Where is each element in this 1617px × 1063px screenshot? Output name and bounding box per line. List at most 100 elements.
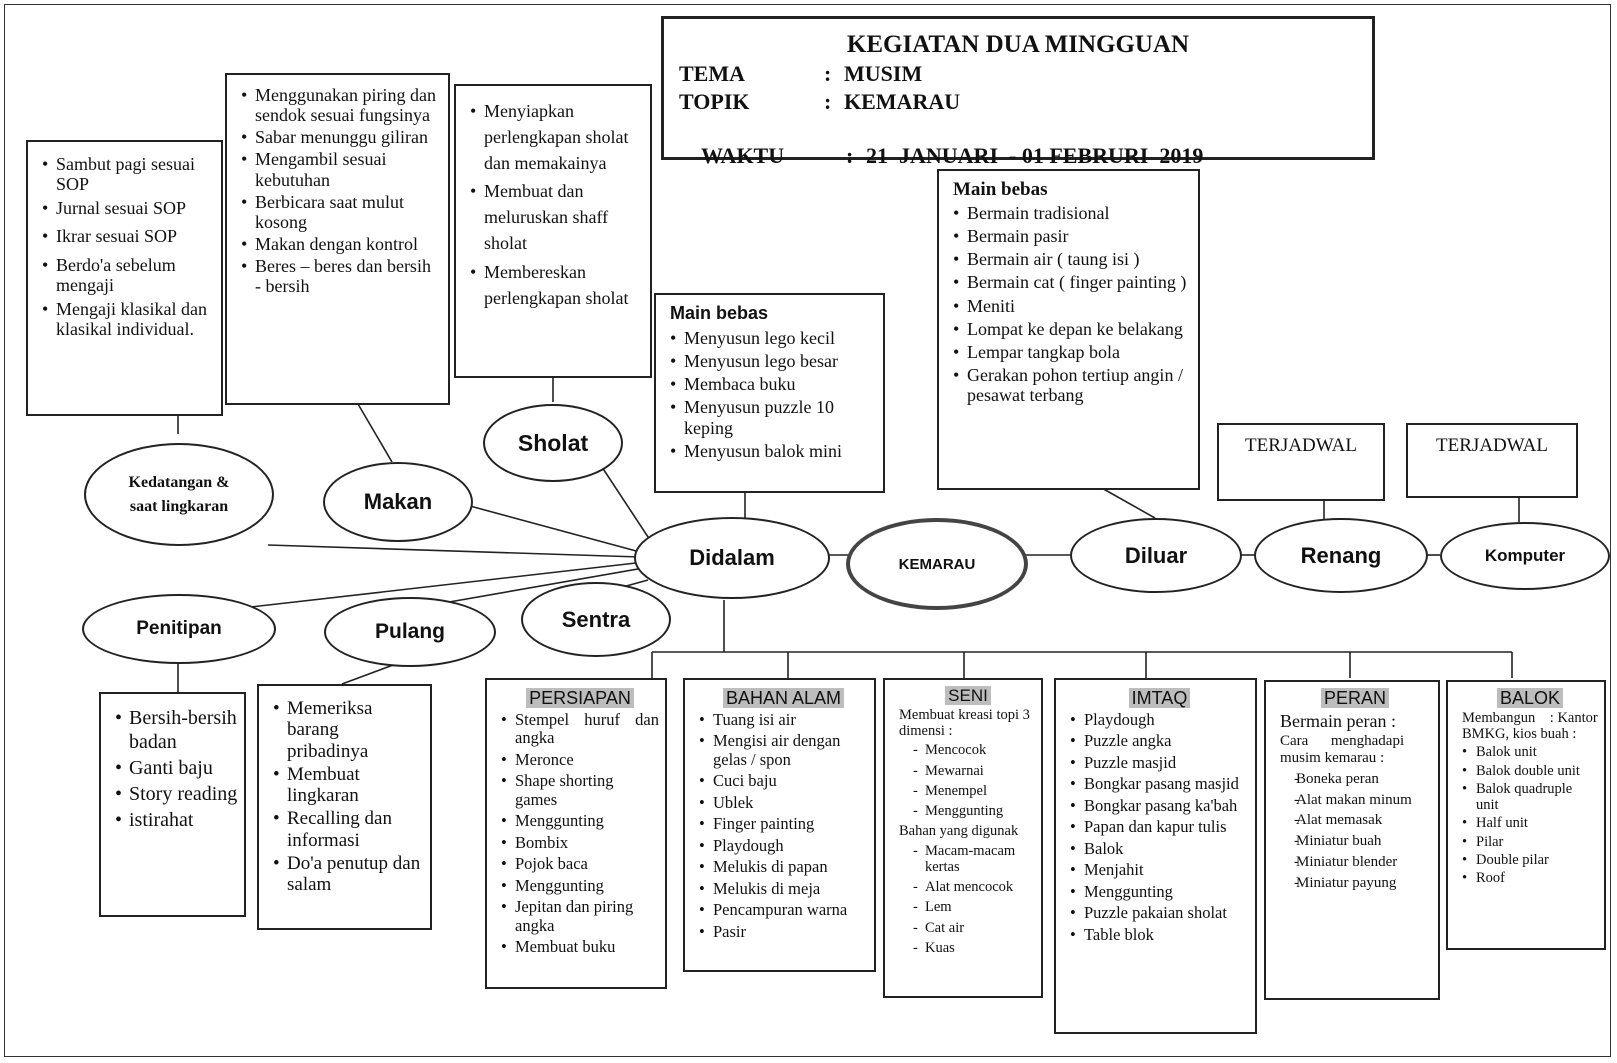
node-sentra: Sentra <box>521 582 671 657</box>
list-item: Gerakan pohon tertiup angin / pesawat te… <box>953 365 1192 405</box>
node-sentra-label: Sentra <box>561 606 631 632</box>
balok-intro: Membangun : Kantor BMKG, kios buah : <box>1462 710 1602 743</box>
list-item: Pencampuran warna <box>699 900 868 920</box>
renang-schedule-box: TERJADWAL <box>1217 423 1385 501</box>
list-item: Roof <box>1462 870 1598 886</box>
seni-title: SENI <box>945 686 991 705</box>
node-diluar: Diluar <box>1070 518 1242 593</box>
list-item: Melukis di papan <box>699 857 868 877</box>
list-item: Pasir <box>699 922 868 942</box>
list-item: Playdough <box>699 836 868 856</box>
list-item: Menjahit <box>1070 860 1249 880</box>
list-item: Beres – beres dan bersih - bersih <box>241 256 440 296</box>
list-item: Menyusun lego besar <box>670 351 877 371</box>
node-penitipan-label: Penitipan <box>136 618 222 639</box>
renang-schedule-label: TERJADWAL <box>1245 435 1357 456</box>
waktu-sep: : <box>846 143 854 168</box>
list-item: Miniatur payung <box>1280 875 1430 892</box>
list-item: Menyiapkan perlengkapan sholat dan memak… <box>470 98 644 176</box>
diluar-box-title: Main bebas <box>953 179 1048 200</box>
list-item: Pilar <box>1462 834 1598 850</box>
list-item: Puzzle angka <box>1070 731 1249 751</box>
topik-sep: : <box>824 89 832 114</box>
list-item: Mengisi air dengan gelas / spon <box>699 732 868 769</box>
node-renang: Renang <box>1254 518 1428 593</box>
list-item: Table blok <box>1070 925 1249 945</box>
header-box: KEGIATAN DUA MINGGUAN TEMA:MUSIM TOPIK:K… <box>661 16 1375 168</box>
list-item: Bombix <box>501 833 659 853</box>
list-item: Bermain tradisional <box>953 203 1192 223</box>
list-item: Menyusun balok mini <box>670 441 877 461</box>
imtaq-title: IMTAQ <box>1128 688 1191 708</box>
list-item: Makan dengan kontrol <box>241 234 440 254</box>
list-item: Jepitan dan piring angka <box>501 897 659 935</box>
list-item: Alat memasak <box>1280 812 1430 829</box>
node-diluar-label: Diluar <box>1124 542 1188 568</box>
sentra-imtaq-box: IMTAQ Playdough Puzzle angka Puzzle masj… <box>1054 678 1257 1034</box>
node-makan: Makan <box>323 462 473 542</box>
waktu-label: WAKTU <box>701 143 785 168</box>
list-item: Shape shorting games <box>501 772 659 809</box>
node-sholat-label: Sholat <box>517 429 589 456</box>
peran-intro: Cara menghadapi musim kemarau : <box>1280 733 1408 766</box>
seni-intro: Membuat kreasi topi 3 dimensi : <box>899 707 1030 740</box>
list-item: Menempel <box>899 783 1037 799</box>
list-item: Tuang isi air <box>699 710 868 730</box>
list-item: Membaca buku <box>670 374 877 394</box>
tema-value: MUSIM <box>844 61 923 86</box>
list-item: Mengambil sesuai kebutuhan <box>241 149 440 189</box>
list-item: Puzzle masjid <box>1070 753 1249 773</box>
list-item: Macam-macam kertas <box>899 843 1037 875</box>
node-sholat: Sholat <box>483 404 623 482</box>
list-item: Bongkar pasang ka'bah <box>1070 796 1249 816</box>
list-item: Jurnal sesuai SOP <box>42 198 213 218</box>
list-item: Memeriksa barang pribadinya <box>273 698 424 762</box>
list-item: Berdo'a sebelum mengaji <box>42 255 213 295</box>
list-item: Do'a penutup dan salam <box>273 853 424 896</box>
list-item: Cat air <box>899 920 1037 936</box>
persiapan-title: PERSIAPAN <box>526 688 634 708</box>
didalam-activities-box: Main bebas Menyusun lego kecil Menyusun … <box>654 293 885 493</box>
list-item: Membuat buku <box>501 937 659 957</box>
list-item: Stempel huruf dan angka <box>501 710 659 748</box>
node-didalam: Didalam <box>634 517 830 599</box>
list-item: Mencocok <box>899 742 1037 758</box>
tema-label: TEMA <box>679 61 745 86</box>
bahan-alam-header: BAHAN ALAM <box>699 688 868 709</box>
list-item: Kuas <box>899 940 1037 956</box>
list-item: Mewarnai <box>899 763 1037 779</box>
list-item: Menyusun lego kecil <box>670 328 877 348</box>
list-item: Boneka peran <box>1280 771 1430 788</box>
node-penitipan: Penitipan <box>82 594 276 664</box>
seni-header: SENI <box>899 686 1037 706</box>
peran-title: PERAN <box>1320 688 1389 708</box>
node-kemarau-label: KEMARAU <box>898 555 976 573</box>
header-row-tema: TEMA: MUSIM <box>679 61 922 87</box>
list-item: istirahat <box>115 808 238 832</box>
list-item: Alat mencocok <box>899 879 1037 895</box>
list-item: Half unit <box>1462 815 1598 831</box>
list-item: Meniti <box>953 296 1192 316</box>
list-item: Double pilar <box>1462 852 1598 868</box>
node-komputer: Komputer <box>1440 522 1610 590</box>
list-item: Membuat dan meluruskan shaff sholat <box>470 178 644 256</box>
list-item: Meronce <box>501 750 659 770</box>
tema-sep: : <box>824 61 832 86</box>
header-row-topik: TOPIK:KEMARAU <box>679 89 960 115</box>
list-item: Menggunting <box>501 876 659 896</box>
balok-title: BALOK <box>1496 688 1564 708</box>
list-item: Balok double unit <box>1462 763 1598 779</box>
list-item: Story reading <box>115 782 238 806</box>
sentra-balok-box: BALOK Membangun : Kantor BMKG, kios buah… <box>1446 680 1606 950</box>
bahan-alam-title: BAHAN ALAM <box>722 688 845 708</box>
pulang-activities-box: Memeriksa barang pribadinya Membuat ling… <box>257 684 432 930</box>
sentra-persiapan-box: PERSIAPAN Stempel huruf dan angka Meronc… <box>485 678 667 989</box>
list-item: Papan dan kapur tulis <box>1070 817 1249 837</box>
peran-lead: Bermain peran : <box>1280 711 1396 731</box>
node-komputer-label: Komputer <box>1484 546 1566 565</box>
balok-header: BALOK <box>1462 688 1598 709</box>
list-item: Berbicara saat mulut kosong <box>241 192 440 232</box>
list-item: Cuci baju <box>699 771 868 791</box>
list-item: Sambut pagi sesuai SOP <box>42 154 213 194</box>
list-item: Menggunting <box>1070 882 1249 902</box>
